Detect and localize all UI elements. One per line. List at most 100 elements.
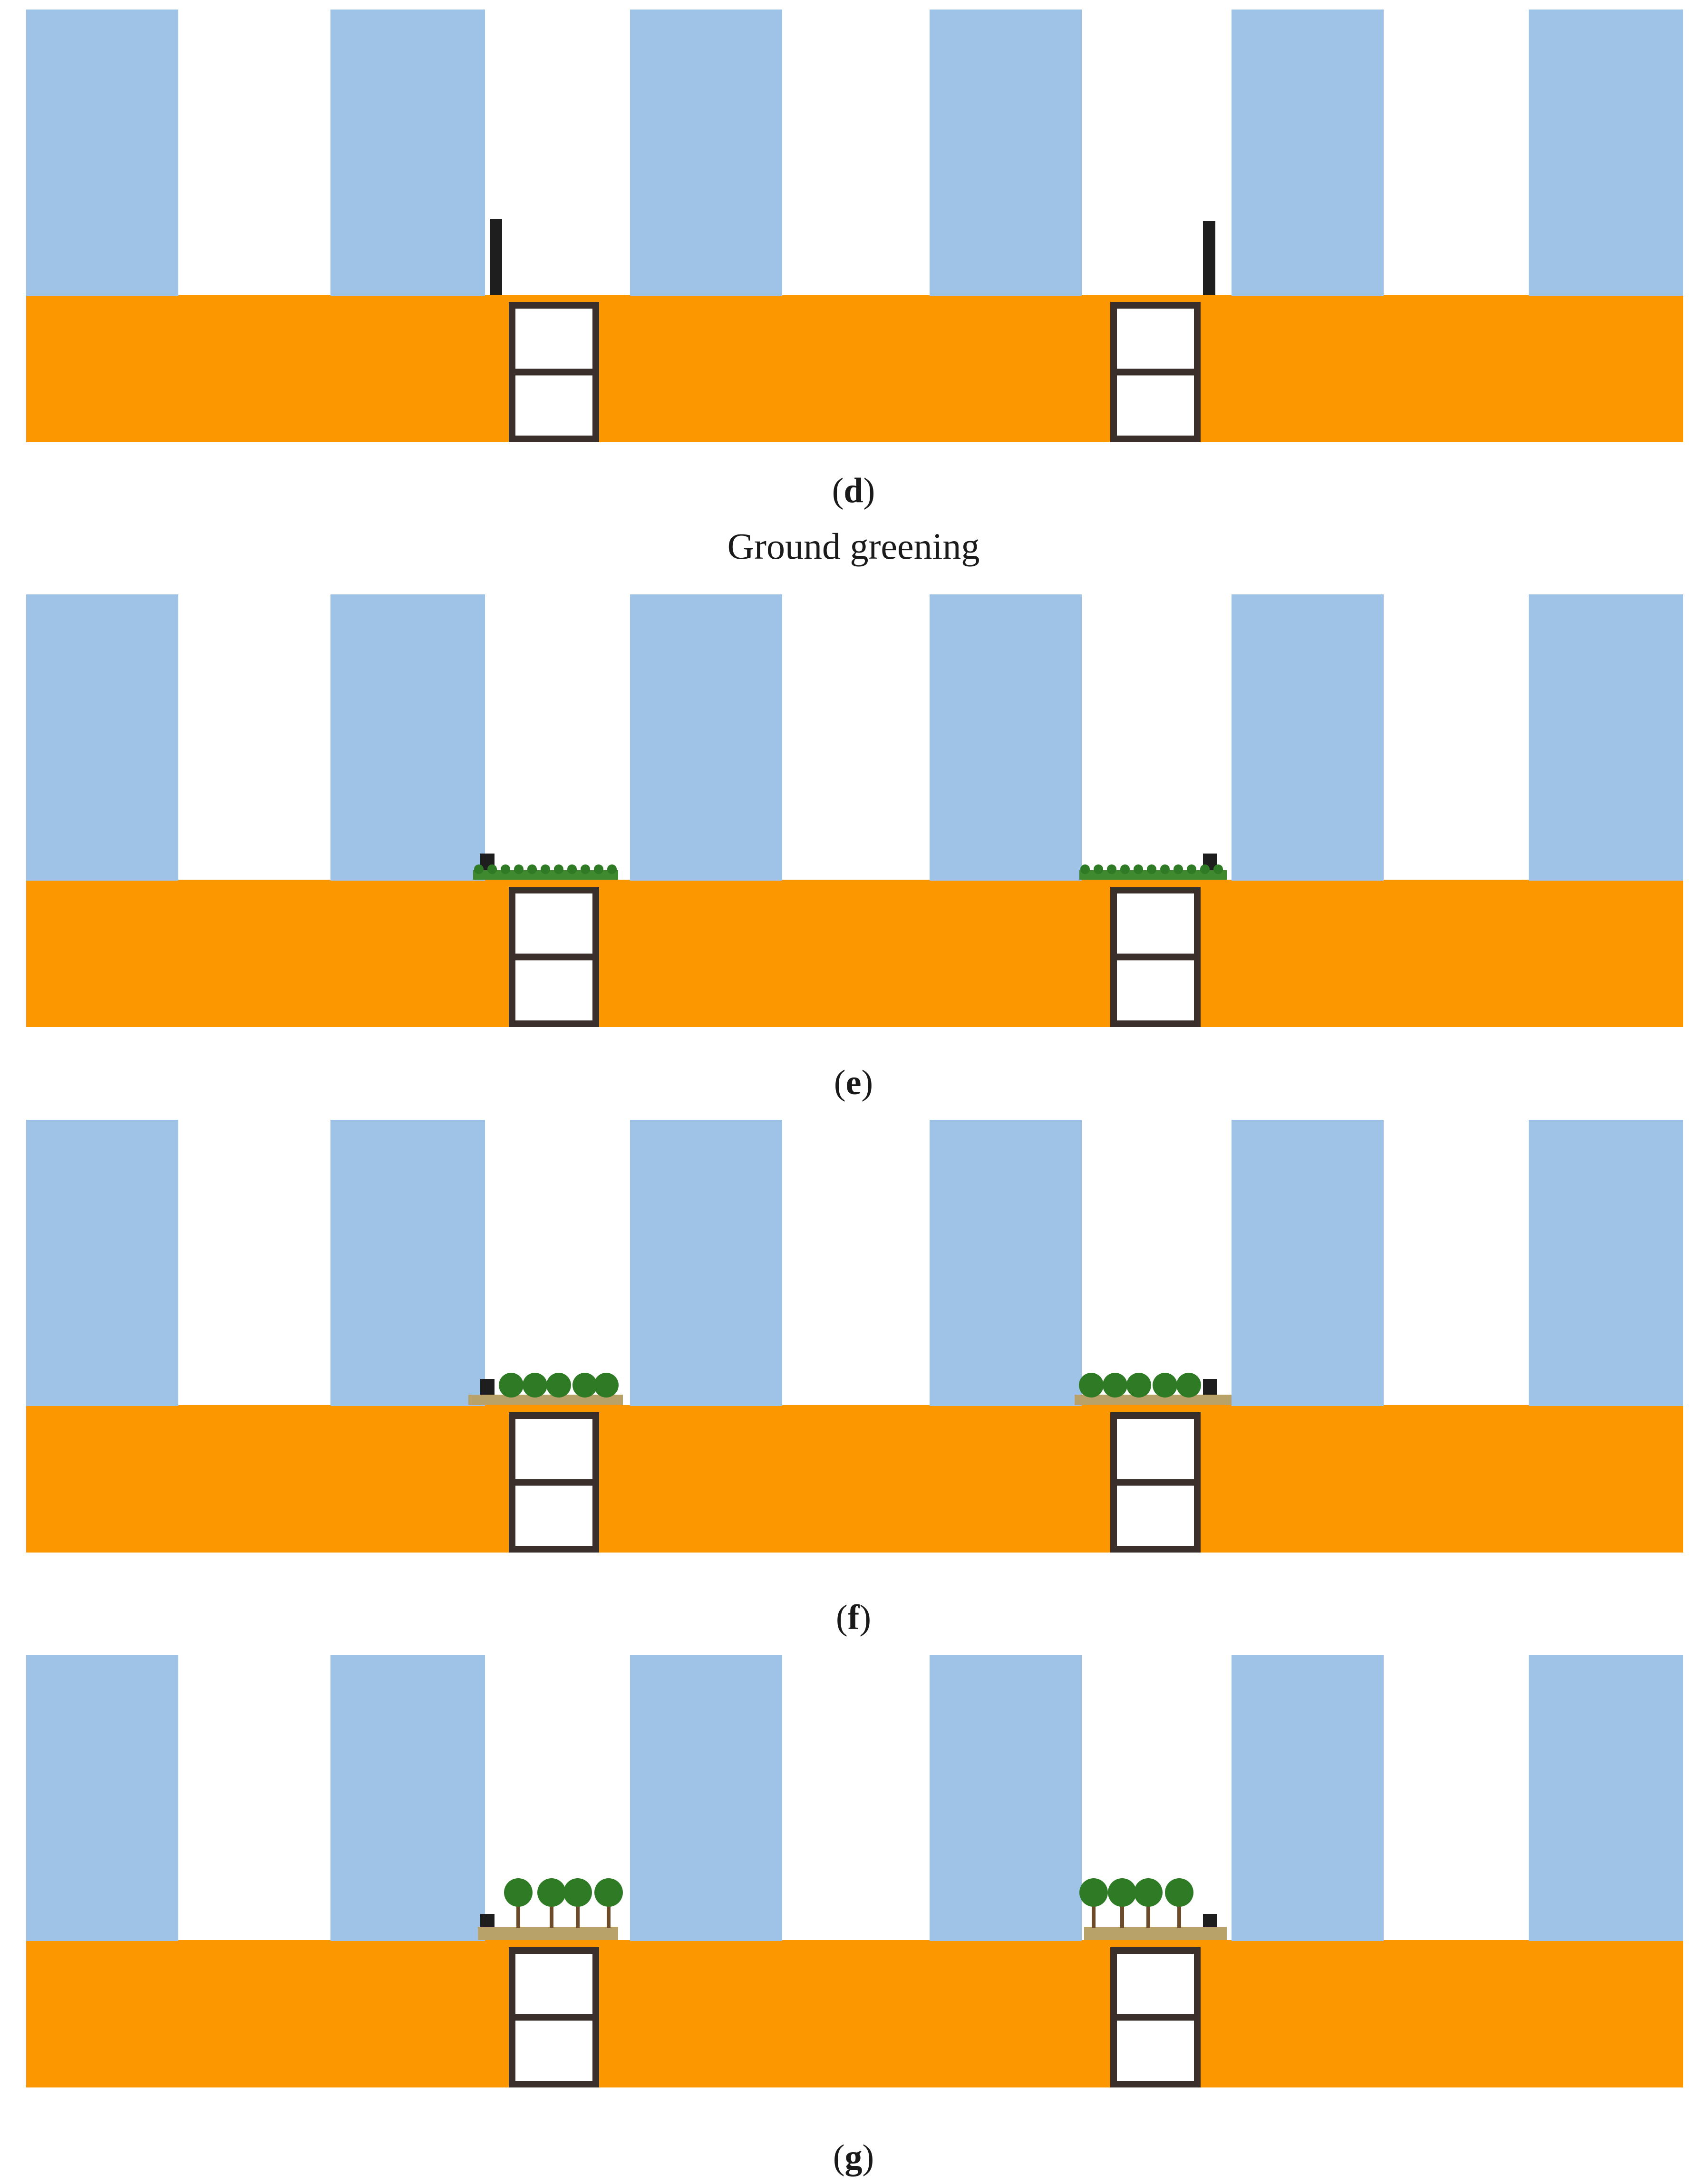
tree-trunk bbox=[576, 1900, 580, 1928]
shrub bbox=[523, 1373, 547, 1398]
building-1 bbox=[26, 10, 178, 296]
shrub bbox=[1126, 1373, 1151, 1398]
building-5 bbox=[1232, 10, 1384, 296]
building-3 bbox=[630, 10, 782, 296]
tree-trunk bbox=[1146, 1900, 1150, 1928]
building-4 bbox=[930, 10, 1082, 296]
underground-opening-pane-lower bbox=[1117, 375, 1194, 436]
building-6 bbox=[1529, 1655, 1683, 1941]
building-6 bbox=[1529, 1120, 1683, 1406]
underground-opening-pane-lower bbox=[1117, 1485, 1194, 1546]
section-diagram-e bbox=[26, 594, 1683, 1027]
grass-tuft bbox=[554, 864, 563, 874]
shrub bbox=[1079, 1373, 1104, 1398]
shrub bbox=[499, 1373, 524, 1398]
grass-tuft bbox=[1094, 864, 1103, 874]
shrub bbox=[1103, 1373, 1127, 1398]
ground-slab bbox=[26, 880, 1683, 1027]
tree-trunk bbox=[607, 1900, 611, 1928]
building-6 bbox=[1529, 10, 1683, 296]
grass-tuft bbox=[1080, 864, 1090, 874]
shrub bbox=[594, 1373, 619, 1398]
caption-g: (g) bbox=[0, 2140, 1707, 2175]
building-3 bbox=[630, 1120, 782, 1406]
heading-ground-greening: Ground greening bbox=[727, 525, 980, 567]
ground-slab bbox=[26, 1405, 1683, 1553]
underground-opening-pane-upper bbox=[515, 1419, 592, 1479]
caption-letter: f bbox=[847, 1598, 860, 1637]
underground-opening-pane-lower bbox=[515, 375, 592, 436]
caption-f: (f) bbox=[0, 1600, 1707, 1635]
caption-e: (e) bbox=[0, 1065, 1707, 1100]
building-4 bbox=[930, 1120, 1082, 1406]
grass-tuft bbox=[501, 864, 510, 874]
grass-tuft bbox=[594, 864, 603, 874]
grass-tuft bbox=[1134, 864, 1143, 874]
grass-tuft bbox=[1147, 864, 1156, 874]
underground-opening-pane-lower bbox=[515, 2020, 592, 2081]
underground-opening-pane-upper bbox=[1117, 893, 1194, 954]
building-2 bbox=[330, 1120, 485, 1406]
planting-bed bbox=[1075, 1395, 1232, 1405]
ground-slab bbox=[26, 1940, 1683, 2087]
shrub bbox=[1176, 1373, 1201, 1398]
underground-opening-pane-lower bbox=[1117, 2020, 1194, 2081]
section-diagram-d bbox=[26, 10, 1683, 442]
building-5 bbox=[1232, 594, 1384, 881]
caption-close: ) bbox=[861, 1063, 873, 1102]
tree-canopy bbox=[563, 1878, 592, 1907]
section-diagram-g bbox=[26, 1655, 1683, 2087]
building-2 bbox=[330, 594, 485, 881]
shrub bbox=[1153, 1373, 1177, 1398]
tree-trunk bbox=[516, 1900, 520, 1928]
planting-bed bbox=[468, 1395, 623, 1405]
caption-letter: d bbox=[844, 471, 863, 510]
building-3 bbox=[630, 594, 782, 881]
building-2 bbox=[330, 1655, 485, 1941]
building-3 bbox=[630, 1655, 782, 1941]
tree-trunk bbox=[1177, 1900, 1181, 1928]
panel-g bbox=[0, 1655, 1707, 2102]
tree-trunk bbox=[1092, 1900, 1096, 1928]
building-2 bbox=[330, 10, 485, 296]
panel-d bbox=[0, 10, 1707, 447]
tree-trunk bbox=[550, 1900, 553, 1928]
grass-tuft bbox=[1120, 864, 1130, 874]
grass-tuft bbox=[541, 864, 550, 874]
planting-bed bbox=[478, 1927, 618, 1940]
caption-letter: g bbox=[844, 2138, 863, 2177]
caption-close: ) bbox=[862, 2138, 874, 2177]
building-1 bbox=[26, 1120, 178, 1406]
grass-tuft bbox=[527, 864, 537, 874]
building-5 bbox=[1232, 1655, 1384, 1941]
caption-close: ) bbox=[863, 471, 875, 510]
building-1 bbox=[26, 1655, 178, 1941]
tree-canopy bbox=[594, 1878, 623, 1907]
underground-opening-pane-lower bbox=[515, 960, 592, 1020]
caption-open: ( bbox=[836, 1598, 848, 1637]
building-1 bbox=[26, 594, 178, 881]
building-4 bbox=[930, 594, 1082, 881]
vent-stack bbox=[1203, 221, 1215, 295]
tree-canopy bbox=[1079, 1878, 1108, 1907]
underground-opening-pane-lower bbox=[1117, 960, 1194, 1020]
tree-canopy bbox=[504, 1878, 533, 1907]
caption-letter: e bbox=[845, 1063, 862, 1102]
tree-canopy bbox=[1134, 1878, 1163, 1907]
grass-tuft bbox=[487, 864, 497, 874]
caption-d: (d) bbox=[0, 473, 1707, 508]
section-diagram-f bbox=[26, 1120, 1683, 1553]
grass-tuft bbox=[514, 864, 524, 874]
building-5 bbox=[1232, 1120, 1384, 1406]
tree-canopy bbox=[1165, 1878, 1193, 1907]
underground-opening-pane-upper bbox=[515, 309, 592, 369]
tree-canopy bbox=[1108, 1878, 1136, 1907]
tree-canopy bbox=[537, 1878, 566, 1907]
planting-bed bbox=[1084, 1927, 1227, 1940]
underground-opening-pane-upper bbox=[1117, 1954, 1194, 2014]
grass-tuft bbox=[567, 864, 577, 874]
grass-tuft bbox=[1200, 864, 1210, 874]
caption-close: ) bbox=[859, 1598, 871, 1637]
vent-stack bbox=[490, 219, 502, 295]
panel-f bbox=[0, 1120, 1707, 1572]
